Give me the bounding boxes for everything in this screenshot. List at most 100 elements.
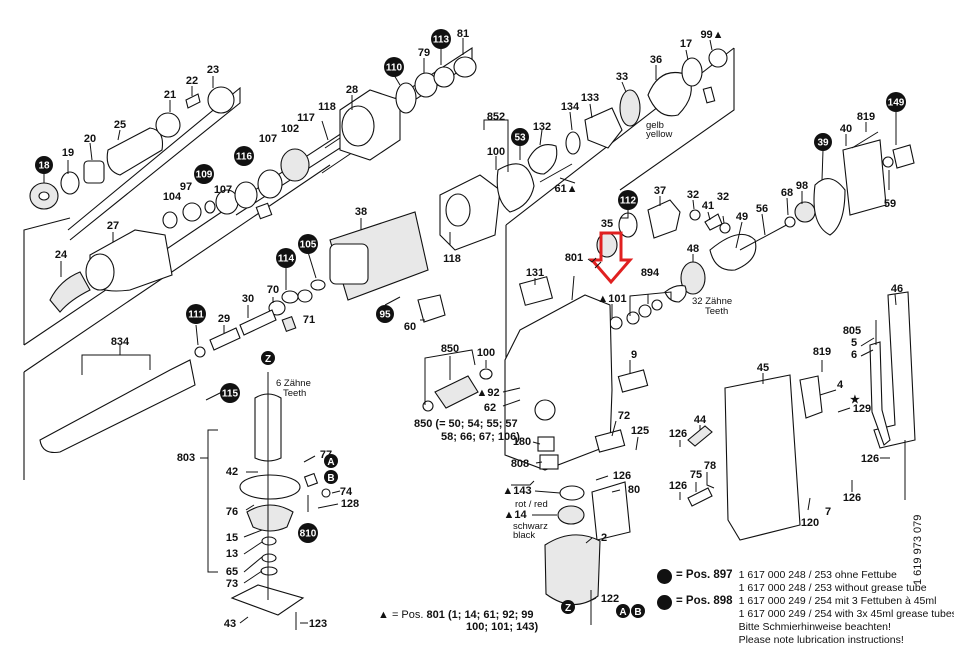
svg-text:100: 100	[477, 347, 495, 359]
part-label-92: ▲92	[476, 387, 499, 399]
note-801-pos: 801	[426, 609, 445, 621]
part-label-25: 25	[114, 119, 126, 131]
part-label-126a: 126	[613, 470, 631, 482]
svg-text:Z: Z	[565, 603, 571, 614]
part-label-149: 149	[886, 92, 906, 112]
part-label-32a: 32	[687, 189, 699, 201]
svg-text:35: 35	[601, 218, 613, 230]
rot-red-label: rot / red	[515, 499, 548, 510]
part-80	[591, 481, 631, 541]
part-label-79: 79	[418, 47, 430, 59]
part-111	[194, 346, 206, 358]
part-label-102: 102	[281, 123, 299, 135]
part-label-104: 104	[163, 191, 182, 203]
part-73	[260, 566, 278, 576]
part-36	[647, 71, 692, 117]
svg-text:28: 28	[346, 84, 358, 96]
legend-898-line2: 1 617 000 249 / 254 with 3x 45ml grease …	[738, 608, 954, 620]
legend: = Pos. 897 1 617 000 248 / 253 ohne Fett…	[657, 569, 954, 647]
svg-text:126: 126	[861, 453, 879, 465]
part-45	[724, 374, 801, 541]
gelb-label: gelb	[646, 120, 664, 131]
svg-text:180: 180	[513, 436, 531, 448]
part-99	[708, 48, 728, 68]
hazard-x-icon	[587, 257, 602, 269]
part-143	[559, 485, 585, 501]
svg-text:117: 117	[297, 112, 315, 124]
part-71	[297, 289, 313, 303]
svg-text:834: 834	[111, 336, 130, 348]
part-20	[83, 160, 105, 184]
part-113	[433, 66, 455, 88]
svg-text:113: 113	[433, 35, 450, 46]
legend-898-line3: Bitte Schmierhinweise beachten!	[738, 621, 891, 633]
badge-circle	[376, 305, 394, 323]
svg-text:114: 114	[278, 254, 295, 265]
part-label-107a: 107	[214, 184, 232, 196]
part-label-819a: 819	[857, 111, 875, 123]
part-label-15: 15	[226, 532, 238, 544]
black-dot-icon	[657, 569, 672, 584]
part-label-33: 33	[616, 71, 628, 83]
svg-text:2: 2	[601, 532, 607, 544]
part-label-46: 46	[891, 283, 903, 295]
svg-text:27: 27	[107, 220, 119, 232]
part-label-37: 37	[654, 185, 666, 197]
part-label-129: 129	[853, 403, 871, 415]
teeth-6-label: 6 Zähne	[276, 378, 311, 389]
part-116	[234, 181, 258, 209]
part-label-23: 23	[207, 64, 219, 76]
part-label-9: 9	[631, 349, 637, 361]
part-label-73: 73	[226, 578, 238, 590]
badge-circle	[511, 128, 529, 146]
svg-text:120: 120	[801, 517, 819, 529]
svg-text:134: 134	[561, 101, 580, 113]
part-label-6: 6	[851, 349, 857, 361]
part-29	[209, 327, 241, 351]
svg-text:81: 81	[457, 28, 469, 40]
badge-circle	[384, 57, 404, 77]
part-label-36: 36	[650, 54, 662, 66]
part-label-4: 4	[837, 379, 844, 391]
legend-898-line4: Please note lubrication instructions!	[738, 634, 904, 646]
part-22	[185, 93, 201, 109]
part-23	[207, 86, 235, 114]
seal-symbol-icon	[511, 480, 535, 486]
part-label-850: 850	[441, 343, 459, 355]
part-60	[417, 294, 446, 323]
svg-text:17: 17	[680, 38, 692, 50]
svg-text:131: 131	[526, 267, 544, 279]
part-6-cord	[869, 341, 891, 446]
part-label-834: 834	[111, 336, 130, 348]
part-32a	[689, 209, 701, 221]
star-icon: ★	[850, 394, 860, 406]
svg-text:75: 75	[690, 469, 702, 481]
part-label-19: 19	[62, 147, 74, 159]
part-label-14: ▲14	[503, 509, 527, 521]
part-68	[784, 216, 796, 228]
svg-text:128: 128	[341, 498, 359, 510]
part-label-24: 24	[55, 249, 68, 261]
part-label-107b: 107	[259, 133, 277, 145]
part-label-101: ▲101	[597, 293, 626, 305]
part-75	[687, 487, 713, 507]
legend-pos-897: = Pos. 897	[676, 569, 733, 581]
part-134	[565, 131, 581, 155]
part-2	[544, 534, 601, 606]
part-label-32b: 32	[717, 191, 729, 203]
part-label-143: ▲143	[502, 485, 531, 497]
svg-text:122: 122	[601, 593, 619, 605]
svg-text:78: 78	[704, 460, 716, 472]
note-850: 850 (= 50; 54; 55; 57 58; 66; 67; 106)	[414, 418, 520, 444]
part-39	[813, 178, 846, 236]
part-label-113: 113	[431, 29, 451, 49]
part-label-7: 7	[825, 506, 831, 518]
svg-text:6: 6	[851, 349, 857, 361]
part-label-68: 68	[781, 187, 793, 199]
part-label-43: 43	[224, 618, 236, 630]
part-label-21: 21	[164, 89, 176, 101]
svg-text:B: B	[327, 473, 334, 484]
teeth-32-en-label: Teeth	[705, 306, 728, 317]
part-label-13: 13	[226, 548, 238, 560]
svg-text:118: 118	[443, 253, 461, 265]
